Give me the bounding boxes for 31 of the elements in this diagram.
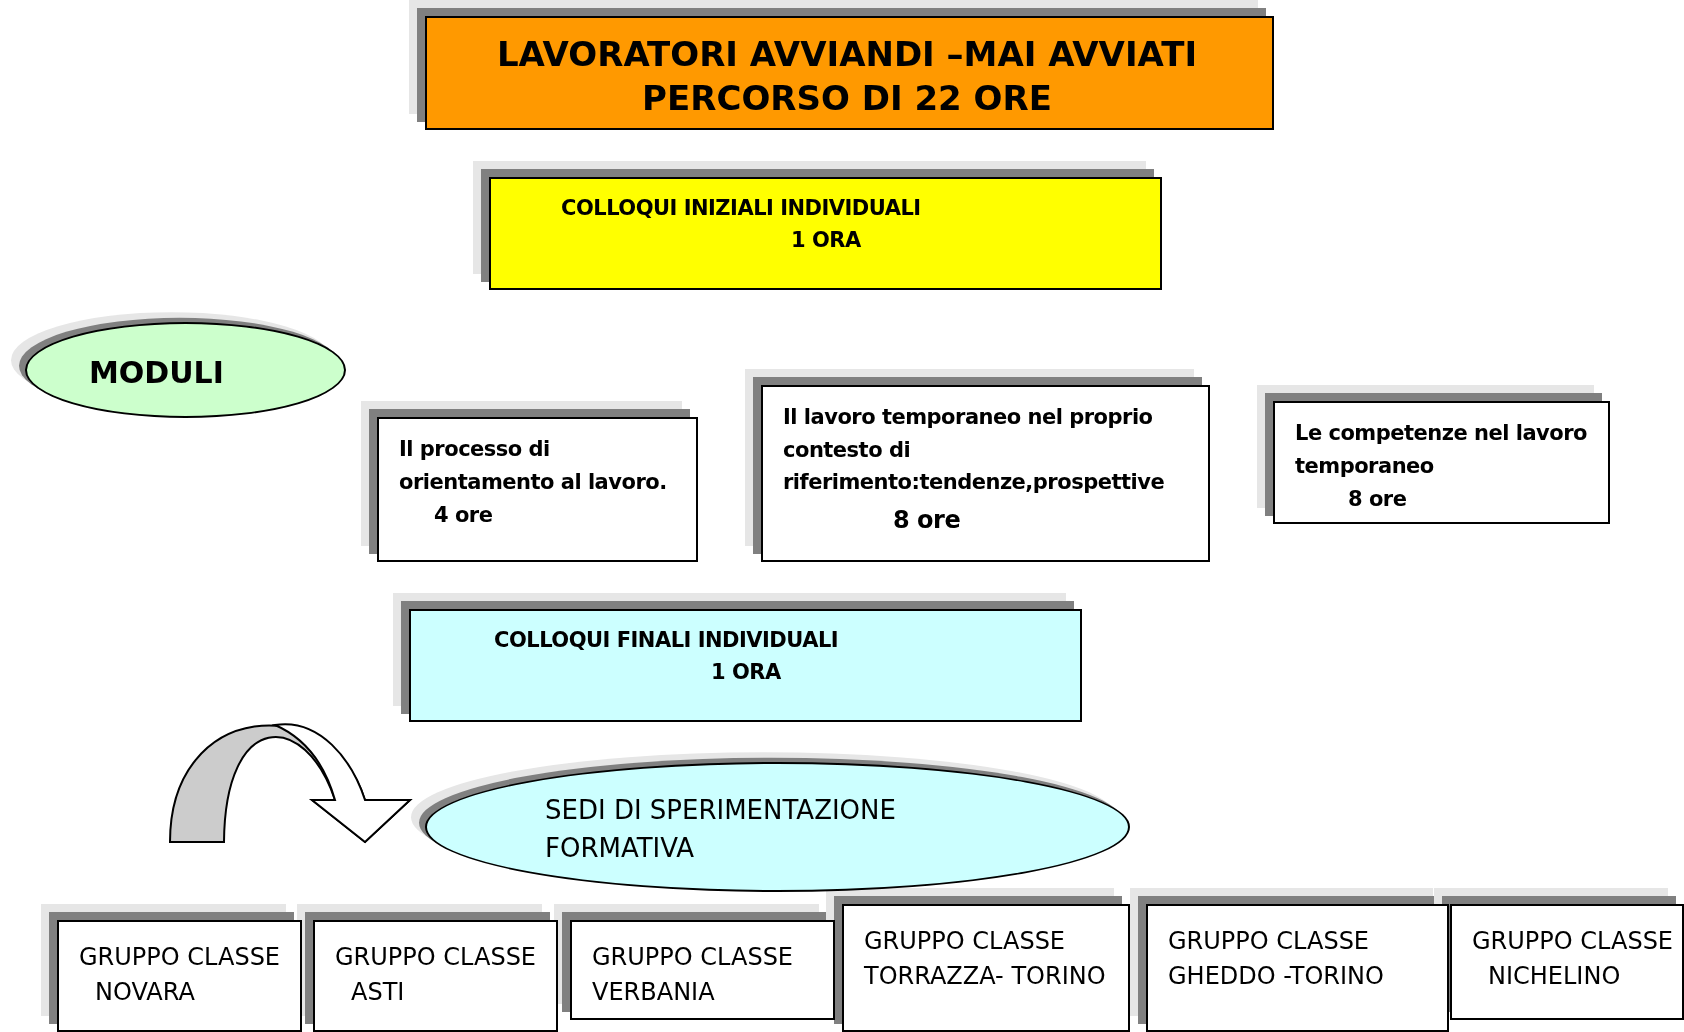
process-box [842, 904, 1130, 1032]
duration-text: 1 ORA [711, 659, 782, 686]
node-text: GRUPPO CLASSE VERBANIA [592, 942, 795, 1008]
duration-text: 8 ore [1348, 486, 1408, 513]
node-text: Le competenze nel lavoro temporaneo [1295, 420, 1588, 480]
node-text: GRUPPO CLASSE NICHELINO [1472, 926, 1675, 992]
node-text: MODULI [89, 354, 225, 392]
process-box [313, 920, 558, 1032]
node-text: Il processo di orientamento al lavoro. [399, 436, 668, 496]
process-box [1146, 904, 1449, 1032]
node-text: GRUPPO CLASSE ASTI [335, 942, 538, 1008]
process-box [425, 16, 1274, 130]
duration-text: 8 ore [893, 505, 962, 536]
process-box [409, 609, 1082, 722]
node-text: LAVORATORI AVVIANDI –MAI AVVIATI PERCORSO DI 22 ORE [495, 33, 1199, 121]
duration-text: 4 ore [434, 502, 494, 529]
node-text: COLLOQUI FINALI INDIVIDUALI [494, 627, 840, 654]
process-box [489, 177, 1162, 290]
node-text: SEDI DI SPERIMENTAZIONE FORMATIVA [545, 794, 897, 865]
node-text: Il lavoro temporaneo nel proprio contesto di riferimento:tendenze,prospettive [783, 404, 1166, 497]
node-text: GRUPPO CLASSE TORRAZZA- TORINO [864, 926, 1107, 992]
process-box [570, 920, 835, 1020]
process-box [1273, 401, 1610, 524]
duration-text: 1 ORA [791, 227, 862, 254]
node-text: COLLOQUI INIZIALI INDIVIDUALI [561, 195, 922, 222]
process-box [377, 417, 698, 562]
process-box [1450, 904, 1684, 1020]
process-box [761, 385, 1210, 562]
node-text: GRUPPO CLASSE GHEDDO -TORINO [1168, 926, 1385, 992]
node-text: GRUPPO CLASSE NOVARA [79, 942, 282, 1008]
process-box [57, 920, 302, 1032]
